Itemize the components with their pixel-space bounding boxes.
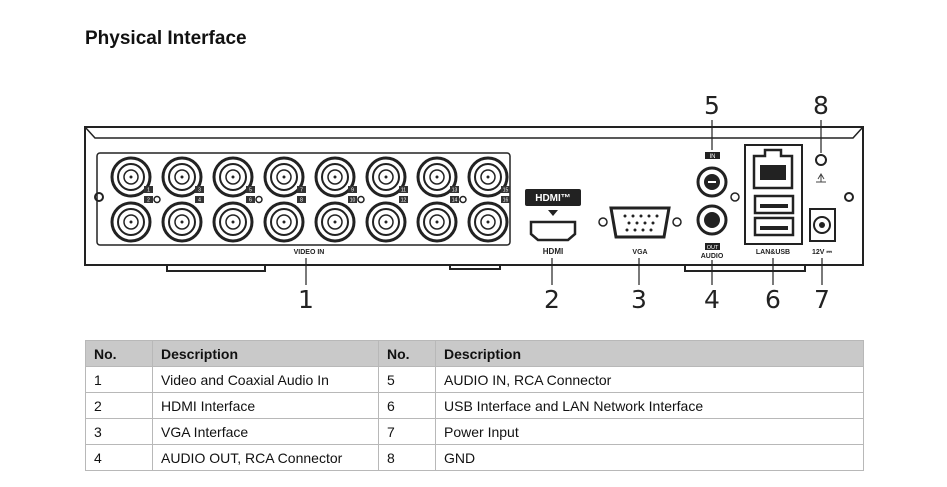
audio-label: AUDIO bbox=[701, 253, 724, 260]
bnc-port bbox=[212, 156, 254, 198]
cell-no: 2 bbox=[85, 392, 153, 419]
vga-port bbox=[609, 206, 671, 239]
ground-icon bbox=[816, 173, 826, 183]
header-description: Description bbox=[152, 340, 379, 367]
callout-3: 3 bbox=[631, 285, 647, 314]
cell-no: 5 bbox=[378, 366, 436, 393]
bnc-port bbox=[314, 201, 356, 243]
bnc-port bbox=[365, 156, 407, 198]
port-number: 6 bbox=[249, 198, 252, 204]
callout-2: 2 bbox=[544, 285, 560, 314]
bnc-port bbox=[314, 156, 356, 198]
video-in-label: VIDEO IN bbox=[294, 249, 325, 256]
cell-description: AUDIO OUT, RCA Connector bbox=[152, 444, 379, 471]
bnc-port bbox=[365, 201, 407, 243]
port-number: 8 bbox=[300, 198, 303, 204]
cell-description: Video and Coaxial Audio In bbox=[152, 366, 379, 393]
hdmi-logo bbox=[525, 189, 581, 206]
audio-out-label: OUT bbox=[707, 245, 719, 251]
hdmi-port bbox=[529, 220, 577, 242]
section-title: Physical Interface bbox=[85, 28, 247, 49]
header-no: No. bbox=[85, 340, 153, 367]
port-number: 5 bbox=[249, 188, 252, 194]
port-number: 16 bbox=[503, 198, 509, 204]
bnc-port bbox=[467, 201, 509, 243]
audio-in-label: IN bbox=[710, 154, 716, 160]
bnc-port bbox=[110, 201, 152, 243]
port-number: 10 bbox=[350, 198, 356, 204]
bnc-port bbox=[416, 156, 458, 198]
bnc-port bbox=[161, 156, 203, 198]
hdmi-label: HDMI bbox=[543, 247, 563, 256]
vga-label: VGA bbox=[632, 249, 647, 256]
table-header-row: No. Description No. Description bbox=[85, 340, 864, 367]
callout-6: 6 bbox=[765, 285, 781, 314]
lan-usb-label: LAN&USB bbox=[756, 249, 790, 256]
bnc-port bbox=[110, 156, 152, 198]
port-number: 9 bbox=[351, 188, 354, 194]
cell-no: 4 bbox=[85, 444, 153, 471]
port-number: 15 bbox=[503, 188, 509, 194]
bnc-port bbox=[467, 156, 509, 198]
hdmi-logo-text: HDMI™ bbox=[535, 193, 571, 204]
port-number: 7 bbox=[300, 188, 303, 194]
cell-description: Power Input bbox=[435, 418, 864, 445]
callout-5: 5 bbox=[704, 91, 720, 120]
header-description: Description bbox=[435, 340, 864, 367]
callout-8: 8 bbox=[813, 91, 829, 120]
callout-7: 7 bbox=[814, 285, 830, 314]
bnc-port bbox=[263, 201, 305, 243]
cell-description: HDMI Interface bbox=[152, 392, 379, 419]
cell-no: 6 bbox=[378, 392, 436, 419]
port-number: 13 bbox=[452, 188, 458, 194]
bnc-port bbox=[416, 201, 458, 243]
cell-no: 3 bbox=[85, 418, 153, 445]
cell-no: 1 bbox=[85, 366, 153, 393]
cell-description: VGA Interface bbox=[152, 418, 379, 445]
bnc-port bbox=[263, 156, 305, 198]
cell-description: GND bbox=[435, 444, 864, 471]
port-number: 3 bbox=[198, 188, 201, 194]
port-number: 11 bbox=[401, 188, 406, 194]
cell-description: USB Interface and LAN Network Interface bbox=[435, 392, 864, 419]
cell-description: AUDIO IN, RCA Connector bbox=[435, 366, 864, 393]
power-label: 12V ⎓ bbox=[812, 249, 832, 256]
cell-no: 8 bbox=[378, 444, 436, 471]
callout-4: 4 bbox=[704, 285, 720, 314]
port-number: 12 bbox=[401, 198, 407, 204]
bnc-port bbox=[161, 201, 203, 243]
port-number: 14 bbox=[452, 198, 458, 204]
cell-no: 7 bbox=[378, 418, 436, 445]
port-number: 1 bbox=[147, 188, 150, 194]
header-no: No. bbox=[378, 340, 436, 367]
port-number: 2 bbox=[147, 198, 150, 204]
bnc-port bbox=[212, 201, 254, 243]
callout-1: 1 bbox=[298, 285, 314, 314]
port-number: 4 bbox=[198, 198, 201, 204]
gnd-terminal bbox=[815, 154, 827, 166]
